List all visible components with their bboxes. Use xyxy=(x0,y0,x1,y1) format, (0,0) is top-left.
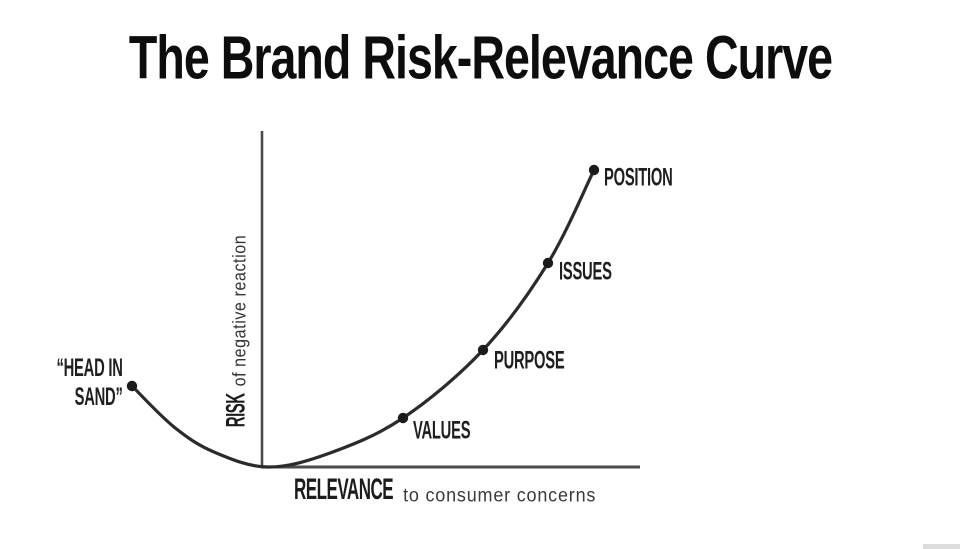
y-axis-label: RISK of negative reaction xyxy=(221,234,252,428)
point-dot-purpose xyxy=(477,344,489,356)
y-axis-label-primary: RISK xyxy=(221,393,252,428)
page-title: The Brand Risk-Relevance Curve xyxy=(0,28,960,90)
point-dot-values xyxy=(397,412,409,424)
x-axis-label-secondary: to consumer concerns xyxy=(403,484,597,506)
point-dot-issues xyxy=(542,257,554,269)
x-axis-label: RELEVANCE to consumer concerns xyxy=(294,473,597,506)
x-axis-label-primary: RELEVANCE xyxy=(294,472,394,506)
page-title-text: The Brand Risk-Relevance Curve xyxy=(128,24,832,93)
y-axis-label-secondary: of negative reaction xyxy=(230,234,250,387)
point-dot-head-in-sand xyxy=(126,380,138,392)
bottom-right-window-fragment xyxy=(923,544,960,549)
risk-curve xyxy=(130,168,596,469)
point-dot-position xyxy=(588,164,600,176)
